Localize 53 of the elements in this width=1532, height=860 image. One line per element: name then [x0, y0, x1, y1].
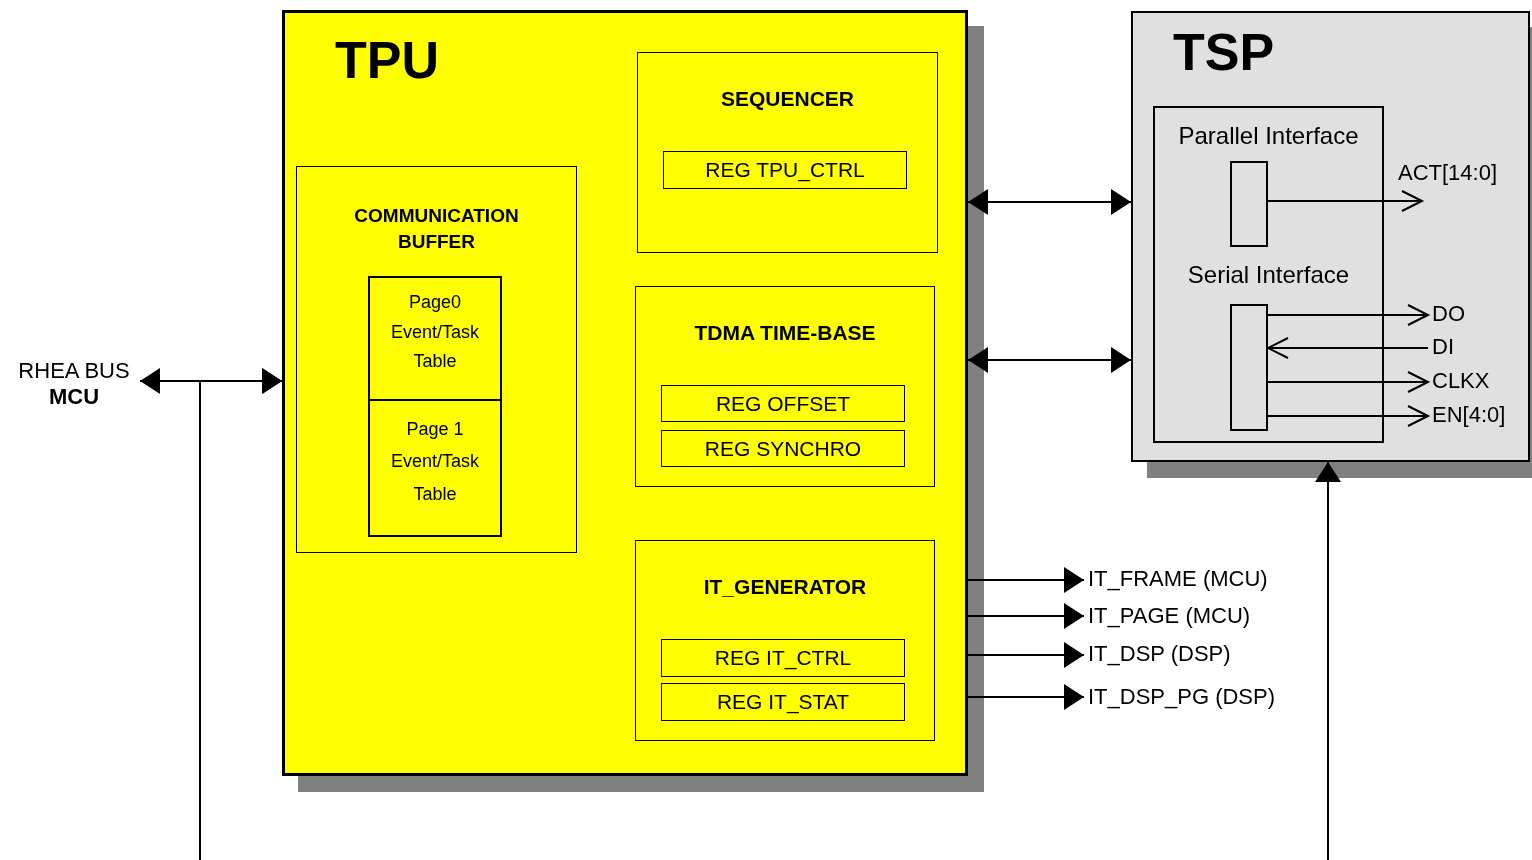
signal-label: IT_FRAME (MCU): [1084, 566, 1268, 593]
block-heading: COMMUNICATION BUFFER: [354, 204, 519, 254]
arrow: [967, 603, 1085, 629]
block-title: TSP: [1173, 23, 1275, 83]
register-box: [663, 151, 907, 189]
interface-box: [1153, 106, 1384, 443]
arrow: [1267, 405, 1429, 427]
arrow: [1267, 371, 1429, 393]
block-box: [637, 52, 938, 253]
register-label: REG SYNCHRO: [704, 437, 862, 462]
signal-label: DO: [1428, 301, 1465, 328]
arrow: [1315, 461, 1341, 860]
arrow: [967, 567, 1085, 593]
interface-label: Parallel Interface: [1178, 122, 1359, 150]
register-label: REG IT_CTRL: [714, 646, 852, 671]
register-label: REG TPU_CTRL: [705, 158, 865, 183]
register-box: [661, 430, 905, 467]
table-label: Page 1 Event/Task Table: [391, 418, 479, 506]
signal-label: EN[4:0]: [1428, 402, 1506, 429]
arrow: [1267, 304, 1429, 326]
double-arrow: [967, 189, 1132, 215]
register-box: [661, 639, 905, 677]
register-box: [661, 683, 905, 721]
block-heading: IT_GENERATOR: [703, 575, 867, 600]
block-heading: SEQUENCER: [721, 87, 854, 112]
arrow: [967, 684, 1085, 710]
block-title: TPU: [335, 31, 439, 91]
bus-label: RHEA BUS: [17, 358, 131, 385]
signal-label: DI: [1428, 334, 1454, 361]
arrow: [1267, 190, 1423, 212]
port-box: [1230, 304, 1268, 431]
signal-label: IT_DSP (DSP): [1084, 641, 1231, 668]
table-box: [368, 399, 502, 537]
register-label: REG IT_STAT: [716, 690, 850, 715]
signal-label: CLKX: [1428, 368, 1490, 395]
block-box: [635, 540, 935, 741]
block-box: [296, 166, 577, 553]
arrow: [1267, 337, 1429, 359]
double-arrow: [967, 347, 1132, 373]
bus-label: MCU: [47, 384, 101, 411]
table-box: [368, 276, 502, 401]
arrow: [967, 642, 1085, 668]
arrow: [199, 368, 283, 860]
interface-label: Serial Interface: [1187, 261, 1350, 289]
signal-label: ACT[14:0]: [1398, 160, 1498, 202]
block-box: [635, 286, 935, 487]
table-label: Page0 Event/Task Table: [391, 291, 479, 374]
register-box: [661, 385, 905, 422]
block-heading: TDMA TIME-BASE: [694, 321, 876, 346]
signal-label: IT_PAGE (MCU): [1084, 603, 1251, 630]
port-box: [1230, 161, 1268, 247]
signal-label: IT_DSP_PG (DSP): [1084, 684, 1276, 711]
register-label: REG OFFSET: [715, 392, 851, 417]
